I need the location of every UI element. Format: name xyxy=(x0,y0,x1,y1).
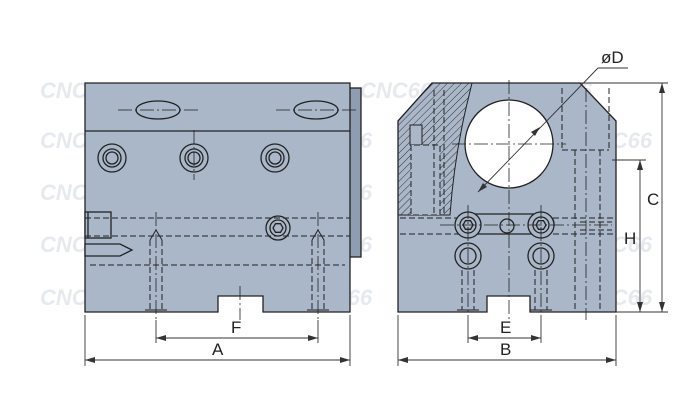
screw-holes-row xyxy=(97,143,290,173)
dim-label-a: A xyxy=(212,340,224,359)
dim-label-f: F xyxy=(231,318,241,337)
side-view xyxy=(84,82,362,320)
front-screw-holes xyxy=(454,211,555,270)
dim-label-d: øD xyxy=(601,48,624,67)
front-view xyxy=(397,80,617,320)
side-view-body xyxy=(84,82,351,313)
front-hidden-lines xyxy=(400,88,614,312)
side-center-lines xyxy=(118,109,356,320)
dim-label-b: B xyxy=(500,340,511,359)
dim-label-c: C xyxy=(647,190,659,209)
side-hidden-lines xyxy=(85,217,350,310)
dim-label-h: H xyxy=(624,229,636,248)
front-center-lines xyxy=(440,80,612,320)
dimension-lines xyxy=(84,67,668,366)
dimension-arrows xyxy=(85,83,665,363)
side-fitting xyxy=(84,211,134,257)
dim-label-e: E xyxy=(500,318,511,337)
